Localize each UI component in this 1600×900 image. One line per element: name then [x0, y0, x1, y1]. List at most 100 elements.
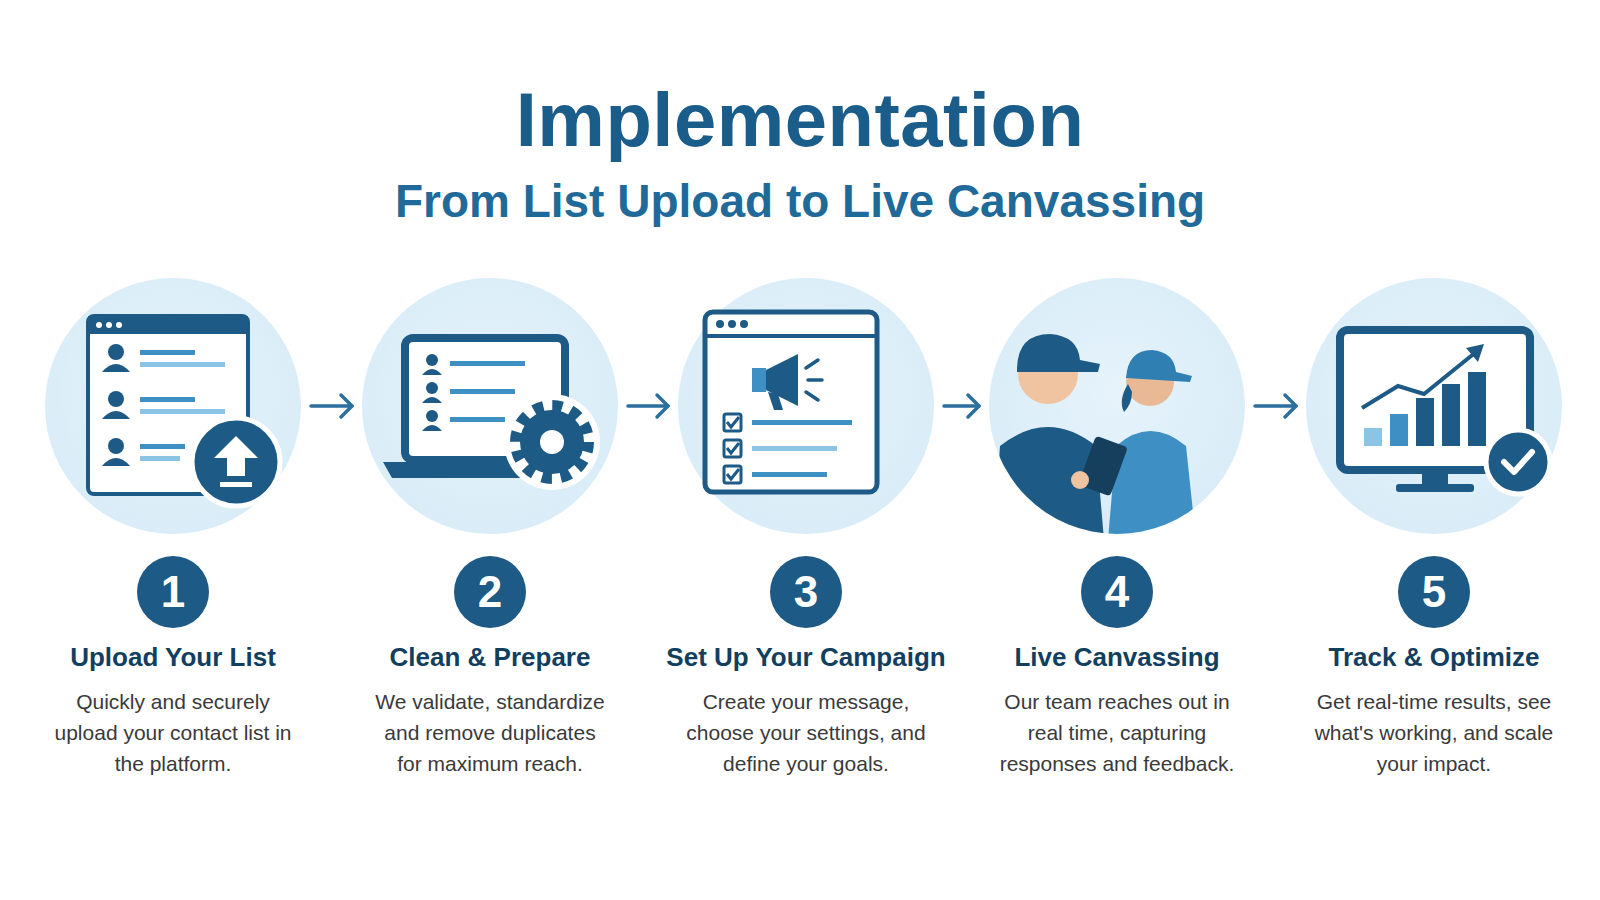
step-badge: 2: [454, 556, 526, 628]
gear-body: [520, 410, 584, 474]
laptop-screen: [405, 338, 565, 460]
person-body: [422, 369, 442, 375]
clean-prepare-icon: [383, 338, 600, 490]
canvasser-hand: [1071, 471, 1089, 489]
step-description: Create your message, choose your setting…: [686, 686, 926, 779]
person-head: [426, 382, 438, 394]
step-number: 5: [1422, 567, 1446, 616]
text-line: [450, 389, 515, 394]
check-badge: [1486, 430, 1550, 494]
chart-bar: [1442, 384, 1460, 446]
canvasser-head: [1018, 344, 1078, 404]
chart-bar: [1364, 428, 1382, 446]
person-head: [108, 344, 124, 360]
subtitle: From List Upload to Live Canvassing: [0, 174, 1600, 228]
step-badge: 4: [1081, 556, 1153, 628]
step-number: 3: [794, 567, 818, 616]
check-mark: [1504, 452, 1532, 472]
campaign-icon: [705, 312, 877, 492]
monitor-base: [1396, 484, 1474, 492]
arrow-shaft: [1255, 404, 1296, 408]
upload-badge: [192, 418, 280, 506]
step-heading: Live Canvassing: [947, 641, 1287, 673]
person-head: [108, 391, 124, 407]
step-heading: Clean & Prepare: [320, 641, 660, 673]
checkbox: [724, 414, 741, 431]
canvasser-cap: [1017, 334, 1100, 372]
flow-arrow: [628, 395, 668, 417]
window-frame: [705, 312, 877, 492]
window-frame: [88, 316, 248, 494]
monitor-stand: [1422, 472, 1448, 484]
chart-bar: [1390, 414, 1408, 446]
canvasser-body: [994, 427, 1104, 540]
flow-arrow: [944, 395, 979, 417]
step-badge: 3: [770, 556, 842, 628]
upload-base: [220, 482, 252, 487]
window-bar: [705, 334, 877, 338]
track-optimize-icon: [1340, 330, 1550, 494]
step-heading: Track & Optimize: [1264, 641, 1600, 673]
text-line: [140, 444, 185, 449]
text-line: [140, 350, 195, 355]
step-description: Quickly and securely upload your contact…: [53, 686, 293, 779]
megaphone-handle: [768, 392, 783, 410]
upload-arrow: [214, 436, 258, 476]
step-description: Get real-time results, see what's workin…: [1314, 686, 1554, 779]
megaphone-cone: [766, 354, 798, 406]
step-circle: 4Live CanvassingOur team reaches out in …: [989, 278, 1245, 534]
canvasser-head: [1126, 358, 1174, 406]
window-dot: [740, 320, 748, 328]
step-heading: Set Up Your Campaign: [636, 641, 976, 673]
text-line: [140, 362, 225, 367]
text-line: [140, 397, 195, 402]
step-number: 1: [161, 567, 185, 616]
canvasser-body: [1108, 431, 1196, 540]
sound-line: [806, 360, 818, 368]
sound-line: [808, 378, 822, 382]
person-body: [422, 397, 442, 403]
chart-bar: [1416, 398, 1434, 446]
window-dot: [96, 322, 102, 328]
arrow-head: [341, 395, 352, 417]
sound-line: [806, 392, 818, 400]
window-bar: [88, 316, 248, 334]
canvasser-cap: [1126, 350, 1192, 382]
arrow-head: [1285, 395, 1296, 417]
step-circle: 3Set Up Your CampaignCreate your message…: [678, 278, 934, 534]
check-mark: [727, 443, 739, 453]
window-dot: [728, 320, 736, 328]
step-description: We validate, standardize and remove dupl…: [370, 686, 610, 779]
step-number: 4: [1105, 567, 1129, 616]
arrow-head: [657, 395, 668, 417]
checkbox: [724, 466, 741, 483]
check-mark: [727, 469, 739, 479]
arrow-head: [968, 395, 979, 417]
text-line: [140, 456, 180, 461]
text-line: [752, 420, 852, 425]
person-body: [422, 425, 442, 431]
text-line: [752, 472, 827, 477]
person-head: [426, 410, 438, 422]
step-circle: 1Upload Your ListQuickly and securely up…: [45, 278, 301, 534]
laptop-base: [383, 462, 587, 478]
step-number: 2: [478, 567, 502, 616]
chart-bar: [1468, 372, 1486, 446]
diagram-title: Implementation: [0, 77, 1600, 163]
arrow-shaft: [311, 404, 352, 408]
megaphone-back: [752, 368, 766, 392]
gear-teeth: [516, 406, 588, 478]
person-head: [426, 354, 438, 366]
person-body: [102, 411, 130, 419]
person-head: [108, 438, 124, 454]
person-body: [102, 364, 130, 372]
arrow-shaft: [628, 404, 668, 408]
trend-arrow: [1466, 344, 1484, 362]
text-line: [140, 409, 225, 414]
step-circle: 5Track & OptimizeGet real-time results, …: [1306, 278, 1562, 534]
canvasser-hair: [1122, 384, 1132, 412]
upload-list-icon: [88, 316, 280, 506]
step-circle: 2Clean & PrepareWe validate, standardize…: [362, 278, 618, 534]
